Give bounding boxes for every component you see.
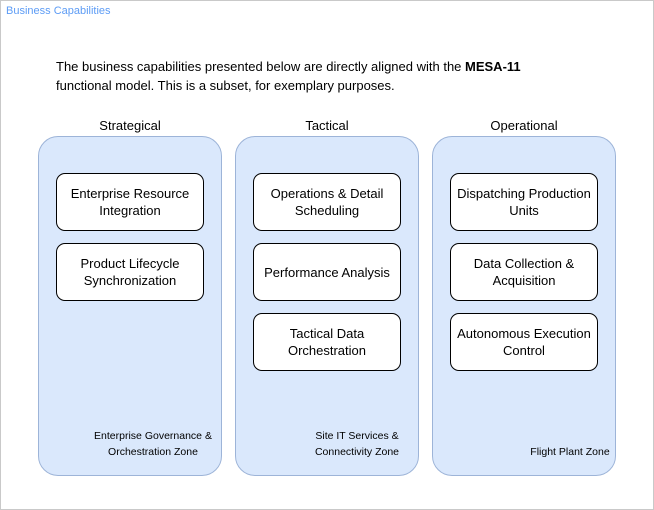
capability-box[interactable]: Data Collection & Acquisition: [450, 243, 598, 301]
capability-box[interactable]: Performance Analysis: [253, 243, 401, 301]
zone-label-strategical: Enterprise Governance & Orchestration Zo…: [94, 430, 212, 458]
capability-box[interactable]: Autonomous Execution Control: [450, 313, 598, 371]
zone-panel-tactical[interactable]: Operations & Detail Scheduling Performan…: [235, 136, 419, 476]
zone-label-operational: Flight Plant Zone: [530, 446, 610, 458]
capability-box[interactable]: Product Lifecycle Synchronization: [56, 243, 204, 301]
intro-text-after: functional model. This is a subset, for …: [56, 78, 395, 93]
column-header-strategical: Strategical: [99, 118, 161, 133]
column-tactical: Tactical Operations & Detail Scheduling …: [235, 118, 419, 476]
zone-panel-strategical[interactable]: Enterprise Resource Integration Product …: [38, 136, 222, 476]
column-header-operational: Operational: [490, 118, 558, 133]
column-header-tactical: Tactical: [305, 118, 349, 133]
intro-text-highlight: MESA-11: [465, 59, 521, 74]
page-tab-business-capabilities[interactable]: Business Capabilities: [6, 5, 111, 17]
column-operational: Operational Dispatching Production Units…: [432, 118, 616, 476]
intro-text: The business capabilities presented belo…: [56, 57, 551, 95]
capability-box[interactable]: Enterprise Resource Integration: [56, 173, 204, 231]
intro-text-before: The business capabilities presented belo…: [56, 59, 466, 74]
capability-box[interactable]: Dispatching Production Units: [450, 173, 598, 231]
zone-panel-operational[interactable]: Dispatching Production Units Data Collec…: [432, 136, 616, 476]
capability-box[interactable]: Operations & Detail Scheduling: [253, 173, 401, 231]
zone-label-tactical: Site IT Services & Connectivity Zone: [314, 430, 400, 458]
capability-box[interactable]: Tactical Data Orchestration: [253, 313, 401, 371]
column-strategical: Strategical Enterprise Resource Integrat…: [38, 118, 222, 476]
